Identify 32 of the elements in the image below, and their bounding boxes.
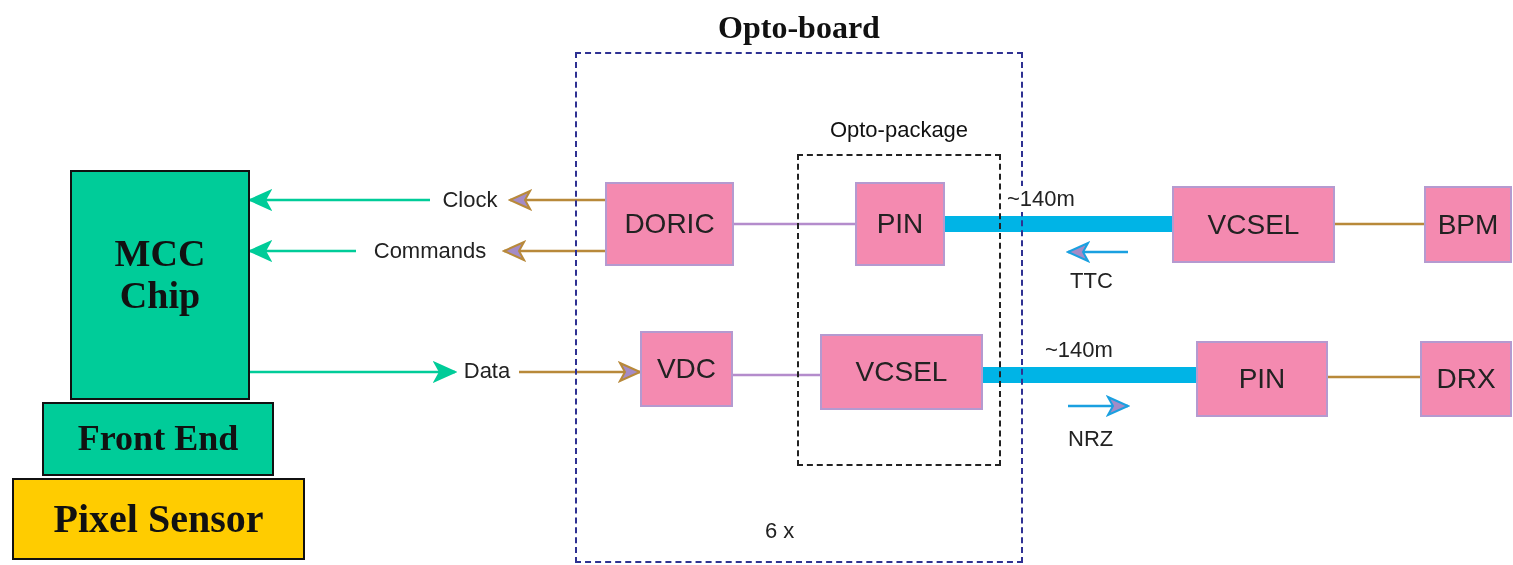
connector-line bbox=[734, 222, 855, 226]
component-box: DRX bbox=[1420, 341, 1512, 417]
component-box: VDC bbox=[640, 331, 733, 407]
edge-label: ~140m bbox=[1005, 186, 1077, 212]
signal-label: TTC bbox=[1070, 268, 1113, 294]
group-title: Opto-package bbox=[829, 117, 969, 143]
signal-label: Data bbox=[455, 357, 519, 385]
connector-line bbox=[733, 373, 820, 377]
component-box: PIN bbox=[855, 182, 945, 266]
component-box: PIN bbox=[1196, 341, 1328, 417]
arrow bbox=[249, 241, 356, 261]
arrow bbox=[519, 362, 641, 382]
optical-fiber bbox=[983, 367, 1196, 383]
arrow bbox=[250, 362, 456, 382]
arrow bbox=[503, 241, 605, 261]
optical-fiber bbox=[945, 216, 1172, 232]
connector-line bbox=[1328, 375, 1420, 379]
signal-label: NRZ bbox=[1068, 426, 1114, 452]
component-box: BPM bbox=[1424, 186, 1512, 263]
component-box: VCSEL bbox=[820, 334, 983, 410]
arrow bbox=[509, 190, 605, 210]
chip-layer: MCC Chip bbox=[70, 170, 250, 400]
signal-label: Commands bbox=[356, 237, 504, 265]
component-box: DORIC bbox=[605, 182, 734, 266]
component-box: VCSEL bbox=[1172, 186, 1335, 263]
arrow bbox=[249, 190, 430, 210]
chip-layer: Front End bbox=[42, 402, 274, 476]
chip-layer: Pixel Sensor bbox=[12, 478, 305, 560]
group-title: Opto-board bbox=[718, 8, 880, 46]
signal-label: Clock bbox=[430, 186, 510, 214]
multiplicity-label: 6 x bbox=[765, 518, 795, 544]
connector-line bbox=[1335, 222, 1424, 226]
